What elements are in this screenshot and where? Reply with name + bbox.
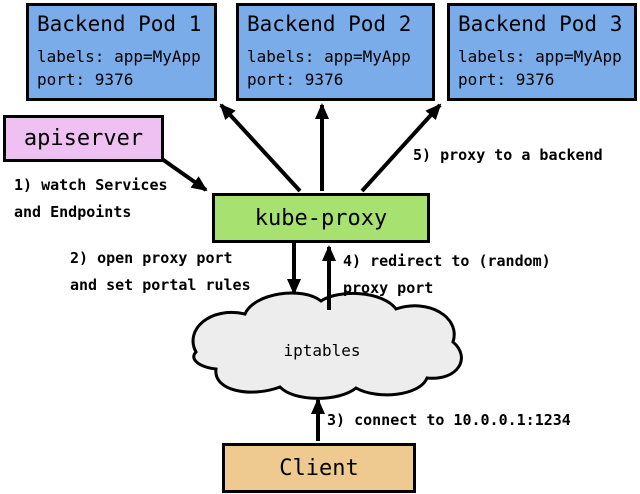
backend-pod-2-box: Backend Pod 2 labels: app=MyApp port: 93… — [236, 3, 435, 101]
apiserver-box: apiserver — [3, 115, 164, 162]
kube-proxy-box: kube-proxy — [212, 193, 430, 243]
apiserver-label: apiserver — [23, 126, 144, 151]
annotation-step5: 5) proxy to a backend — [413, 146, 603, 164]
backend-pod-3-box: Backend Pod 3 labels: app=MyApp port: 93… — [447, 3, 637, 101]
kube-proxy-label: kube-proxy — [254, 205, 388, 231]
client-box: Client — [222, 443, 416, 493]
backend-pod-2-title: Backend Pod 2 — [247, 12, 412, 36]
backend-pod-1-port: port: 9376 — [37, 70, 134, 89]
annotation-step1: 1) watch Services and Endpoints — [14, 176, 168, 221]
client-label: Client — [279, 455, 359, 481]
annotation-step4: 4) redirect to (random) proxy port — [343, 252, 551, 297]
backend-pod-3-port: port: 9376 — [458, 70, 555, 89]
backend-pod-3-title: Backend Pod 3 — [458, 12, 623, 36]
arrow-kubeproxy-to-pod1 — [219, 103, 302, 193]
annotation-step2: 2) open proxy port and set portal rules — [70, 249, 251, 294]
iptables-label: iptables — [283, 341, 361, 360]
arrow-apiserver-to-kubeproxy — [160, 157, 208, 192]
backend-pod-2-labels: labels: app=MyApp — [247, 47, 411, 66]
backend-pod-1-labels: labels: app=MyApp — [37, 47, 201, 66]
backend-pod-3-labels: labels: app=MyApp — [458, 47, 622, 66]
annotation-step3: 3) connect to 10.0.0.1:1234 — [327, 411, 571, 429]
backend-pod-1-box: Backend Pod 1 labels: app=MyApp port: 93… — [26, 3, 217, 101]
backend-pod-2-port: port: 9376 — [247, 70, 344, 89]
backend-pod-1-title: Backend Pod 1 — [37, 12, 202, 36]
